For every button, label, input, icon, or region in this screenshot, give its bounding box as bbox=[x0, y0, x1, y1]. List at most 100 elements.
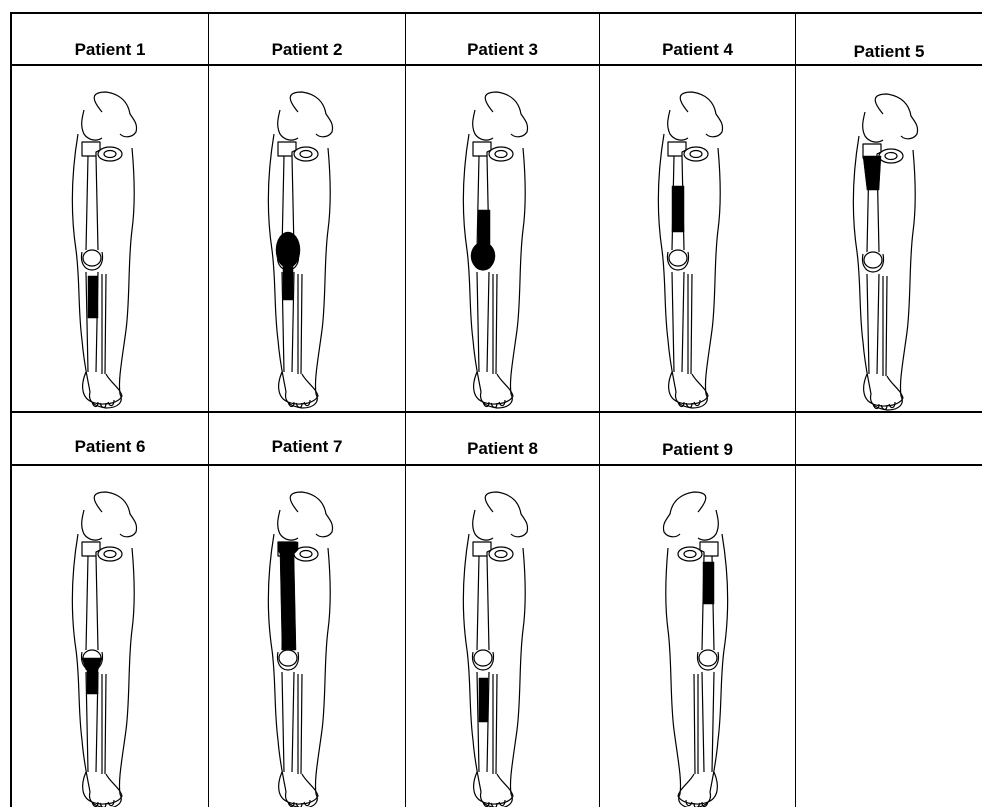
foot-shape bbox=[669, 372, 708, 404]
leg-outline bbox=[853, 94, 917, 410]
obturator-foramen bbox=[885, 153, 897, 160]
tumor-region bbox=[278, 542, 298, 650]
pelvis-shape bbox=[290, 492, 332, 537]
tibia-shaft bbox=[867, 274, 879, 374]
fibula-shaft bbox=[694, 674, 698, 774]
pelvis-shape bbox=[473, 510, 493, 540]
knee-condyles bbox=[277, 652, 298, 670]
fibula-shaft bbox=[298, 274, 302, 374]
femoral-head bbox=[278, 142, 296, 156]
leg-diagram-patient-9 bbox=[648, 490, 738, 807]
leg-outline-contour bbox=[463, 134, 525, 408]
knee-condyles bbox=[472, 652, 493, 670]
femur-lesion bbox=[863, 156, 881, 190]
knee-lesion bbox=[471, 242, 495, 270]
tumor-region bbox=[471, 210, 495, 270]
foot-shape bbox=[279, 372, 318, 404]
leg-outline-contour bbox=[463, 534, 525, 807]
leg-diagram-patient-6 bbox=[62, 490, 152, 807]
tumor-region bbox=[703, 562, 714, 604]
pelvis-shape bbox=[278, 510, 298, 540]
leg-outline-contour bbox=[666, 534, 728, 807]
fibula-shaft bbox=[688, 274, 692, 374]
knee-condyles bbox=[697, 652, 718, 670]
column-divider-1 bbox=[208, 12, 209, 807]
knee-patella bbox=[699, 650, 717, 666]
femur-lesion bbox=[703, 562, 714, 604]
tumor-region bbox=[88, 276, 98, 318]
pelvis-shape bbox=[473, 110, 493, 140]
tumor-region bbox=[672, 186, 684, 232]
knee-patella bbox=[669, 250, 687, 266]
pubis-shape bbox=[98, 547, 122, 561]
pelvis-shape bbox=[875, 94, 917, 139]
leg-outline-contour bbox=[853, 136, 915, 410]
tumor-region bbox=[479, 678, 488, 722]
header-row2-divider bbox=[10, 464, 982, 466]
foot-shape bbox=[474, 372, 513, 404]
patient-label: Patient 4 bbox=[600, 40, 795, 60]
femur-lesion bbox=[672, 186, 684, 232]
pubis-shape bbox=[489, 147, 513, 161]
column-divider-4 bbox=[795, 12, 796, 807]
leg-diagram-patient-1 bbox=[62, 90, 152, 410]
obturator-foramen bbox=[690, 151, 702, 158]
leg-outline-contour bbox=[268, 134, 330, 408]
pelvis-shape bbox=[290, 92, 332, 137]
leg-outline bbox=[72, 92, 136, 408]
foot-shape bbox=[864, 374, 903, 406]
tibia-shaft bbox=[282, 672, 294, 772]
pubis-shape bbox=[98, 147, 122, 161]
leg-outline-contour bbox=[72, 134, 134, 408]
pubis-shape bbox=[678, 547, 702, 561]
leg-diagram-patient-4 bbox=[648, 90, 738, 410]
leg-outline bbox=[268, 492, 332, 807]
patient-cell: Patient 1 bbox=[12, 14, 208, 64]
pelvis-shape bbox=[680, 92, 722, 137]
fibula-shaft bbox=[102, 274, 106, 374]
tibia-lesion bbox=[88, 276, 98, 318]
pubis-shape bbox=[294, 147, 318, 161]
fibula-shaft bbox=[493, 674, 497, 774]
column-divider-3 bbox=[599, 12, 600, 807]
patient-cell: Patient 7 bbox=[209, 413, 405, 464]
patient-cell: Patient 9 bbox=[600, 413, 795, 464]
leg-outline-contour bbox=[72, 534, 134, 807]
patient-label: Patient 6 bbox=[12, 437, 208, 457]
femur-shaft bbox=[86, 556, 98, 650]
patient-label: Patient 7 bbox=[209, 437, 405, 457]
patient-cell: Patient 8 bbox=[406, 413, 599, 464]
knee-patella bbox=[279, 650, 297, 666]
fibula-shaft bbox=[493, 274, 497, 374]
leg-outline bbox=[658, 92, 722, 408]
tibia-shaft bbox=[477, 272, 489, 372]
leg-outline bbox=[268, 92, 332, 408]
patient-label: Patient 5 bbox=[796, 42, 982, 62]
knee-patella bbox=[83, 250, 101, 266]
knee-patella bbox=[474, 650, 492, 666]
leg-diagram-patient-7 bbox=[258, 490, 348, 807]
femur-lesion bbox=[278, 542, 298, 650]
header-row1-divider bbox=[10, 64, 982, 66]
pelvis-shape bbox=[698, 510, 718, 540]
foot-shape bbox=[474, 772, 513, 804]
patient-label: Patient 9 bbox=[600, 440, 795, 460]
femoral-head bbox=[82, 542, 100, 556]
leg-diagram-patient-2 bbox=[258, 90, 348, 410]
tibia-lesion bbox=[479, 678, 488, 722]
pelvis-shape bbox=[485, 492, 527, 537]
foot-shape bbox=[83, 772, 122, 804]
femur-shaft bbox=[477, 556, 489, 650]
column-divider-2 bbox=[405, 12, 406, 807]
foot-shape bbox=[279, 772, 318, 804]
leg-outline bbox=[663, 492, 727, 807]
obturator-foramen bbox=[495, 551, 507, 558]
knee-patella bbox=[864, 252, 882, 268]
pelvis-shape bbox=[485, 92, 527, 137]
femur-shaft bbox=[86, 156, 98, 250]
pubis-shape bbox=[684, 147, 708, 161]
femoral-head bbox=[473, 142, 491, 156]
fibula-shaft bbox=[102, 674, 106, 774]
grid-left-border bbox=[10, 12, 12, 807]
femoral-head bbox=[82, 142, 100, 156]
